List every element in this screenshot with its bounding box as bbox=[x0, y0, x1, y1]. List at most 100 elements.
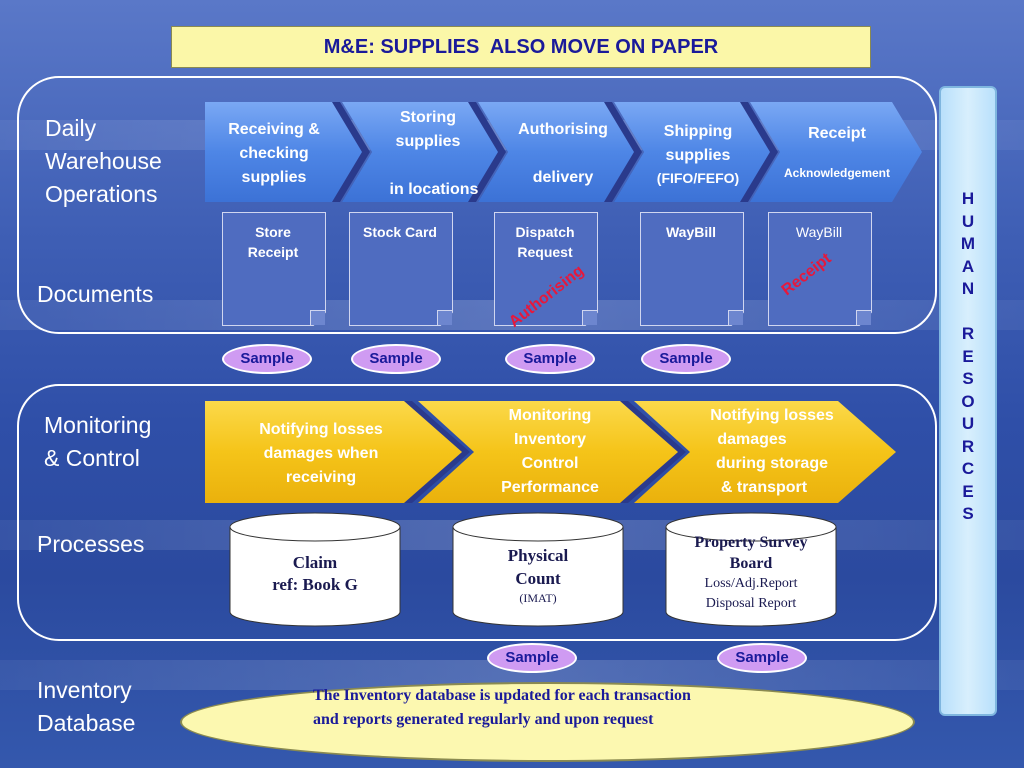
process-storage-losses-chevron bbox=[634, 401, 896, 503]
inventory-database-text: The Inventory database is updated for ea… bbox=[313, 684, 833, 732]
text-line: Storing bbox=[400, 109, 456, 126]
text-line: delivery bbox=[532, 169, 594, 186]
text-line: and reports generated regularly and upon… bbox=[313, 711, 654, 728]
document-dispatch-request-label: Dispatch Request bbox=[494, 222, 596, 262]
label-line: Inventory bbox=[37, 677, 132, 703]
text-line: receiving bbox=[285, 469, 357, 486]
letter: R bbox=[961, 324, 975, 343]
document-waybill-label: WayBill bbox=[640, 222, 742, 242]
document-stock-card-label: Stock Card bbox=[349, 222, 451, 242]
sample-button-physical-count[interactable]: Sample bbox=[487, 643, 577, 673]
letter: E bbox=[962, 481, 974, 501]
letter: E bbox=[962, 346, 974, 366]
text-line: Inventory bbox=[513, 431, 586, 448]
process-storage-losses-label: Notifying losses damages during storage … bbox=[684, 404, 860, 500]
process-monitoring-chevron bbox=[418, 401, 686, 503]
text-line: checking bbox=[239, 145, 309, 162]
process-monitoring-label: Monitoring Inventory Control Performance bbox=[470, 404, 630, 500]
document-waybill bbox=[640, 212, 744, 326]
text-line bbox=[368, 154, 488, 178]
document-store-receipt-label: Store Receipt bbox=[222, 222, 324, 262]
text-line: Receipt bbox=[247, 244, 299, 260]
document-dispatch-request bbox=[494, 212, 598, 326]
label-line: Monitoring bbox=[44, 412, 152, 438]
text-line: Monitoring bbox=[508, 407, 592, 424]
text-line: Disposal Report bbox=[705, 596, 797, 611]
documents-label: Documents bbox=[37, 281, 154, 307]
letter: A bbox=[961, 256, 975, 276]
step-authorising-chevron bbox=[478, 102, 642, 202]
text-line: ref: Book G bbox=[272, 575, 358, 594]
text-line: supplies bbox=[665, 147, 731, 164]
label-line: Database bbox=[37, 710, 136, 736]
page-fold-icon bbox=[310, 310, 325, 325]
label-line: Warehouse bbox=[45, 148, 162, 174]
text-line: Control bbox=[521, 455, 579, 472]
physical-count-cylinder bbox=[452, 512, 624, 627]
text-line: Receipt bbox=[808, 125, 866, 142]
human-resources-sidebar: H U M A N R E S O U R C E S bbox=[939, 86, 997, 716]
sample-button-stock-card[interactable]: Sample bbox=[351, 344, 441, 374]
letter: O bbox=[961, 391, 975, 411]
document-stock-card bbox=[349, 212, 453, 326]
sample-button-dispatch-request[interactable]: Sample bbox=[505, 344, 595, 374]
text-line: WayBill bbox=[795, 224, 843, 240]
text-line: Request bbox=[517, 244, 573, 260]
process-receiving-losses-chevron bbox=[205, 401, 470, 503]
page-title: M&E: SUPPLIES ALSO MOVE ON PAPER bbox=[171, 26, 871, 68]
step-receiving-chevron bbox=[205, 102, 370, 202]
text-line: The Inventory database is updated for ea… bbox=[313, 687, 691, 704]
physical-count-label: Physical Count (IMAT) bbox=[453, 544, 623, 606]
sample-button-property-survey[interactable]: Sample bbox=[717, 643, 807, 673]
document-waybill-receipt bbox=[768, 212, 872, 326]
step-shipping-label: Shipping supplies (FIFO/FEFO) bbox=[636, 120, 760, 188]
text-line: damages when bbox=[263, 445, 379, 462]
letter: H bbox=[961, 189, 975, 208]
text-line: Store bbox=[255, 224, 291, 240]
text-line bbox=[770, 146, 904, 166]
sample-button-waybill[interactable]: Sample bbox=[641, 344, 731, 374]
text-line: Physical bbox=[507, 546, 569, 565]
text-line: & transport bbox=[720, 479, 808, 496]
text-line: Property Survey bbox=[694, 534, 808, 551]
page-fold-icon bbox=[856, 310, 871, 325]
text-line: supplies bbox=[241, 169, 307, 186]
monitoring-panel bbox=[17, 384, 937, 641]
property-survey-cylinder bbox=[665, 512, 837, 627]
text-line: WayBill bbox=[665, 224, 717, 240]
text-line: (IMAT) bbox=[519, 591, 557, 605]
text-line: Acknowledgement bbox=[783, 166, 891, 180]
letter: U bbox=[961, 414, 975, 433]
daily-warehouse-operations-label: Daily Warehouse Operations bbox=[45, 112, 162, 211]
step-storing-label: Storing supplies in locations bbox=[368, 106, 488, 202]
letter: C bbox=[961, 459, 975, 478]
letter: U bbox=[961, 211, 975, 231]
text-line: supplies bbox=[395, 133, 461, 150]
page-fold-icon bbox=[437, 310, 452, 325]
text-line: Dispatch bbox=[515, 224, 575, 240]
text-line: Notifying losses bbox=[259, 421, 383, 438]
text-line bbox=[504, 142, 622, 166]
step-storing-chevron bbox=[342, 102, 506, 202]
claim-label: Claim ref: Book G bbox=[230, 552, 400, 596]
page-fold-icon bbox=[582, 310, 597, 325]
operations-panel bbox=[17, 76, 937, 334]
inventory-database-oval bbox=[180, 682, 915, 762]
label-line: Daily bbox=[45, 115, 97, 141]
text-line: Performance bbox=[501, 479, 599, 496]
text-line: Board bbox=[729, 555, 773, 572]
step-receiving-label: Receiving & checking supplies bbox=[212, 118, 336, 190]
text-line: Receiving & bbox=[228, 121, 320, 138]
text-line: during storage bbox=[715, 455, 828, 472]
text-line: (FIFO/FEFO) bbox=[656, 170, 740, 186]
text-line: Stock Card bbox=[363, 224, 437, 240]
text-line: Claim bbox=[292, 553, 338, 572]
label-line: & Control bbox=[44, 445, 140, 471]
text-line: Shipping bbox=[663, 123, 733, 140]
step-receipt-label: Receipt Acknowledgement bbox=[770, 122, 904, 180]
step-shipping-chevron bbox=[614, 102, 778, 202]
sample-button-store-receipt[interactable]: Sample bbox=[222, 344, 312, 374]
inventory-database-label: Inventory Database bbox=[37, 674, 135, 740]
letter: S bbox=[962, 369, 974, 388]
